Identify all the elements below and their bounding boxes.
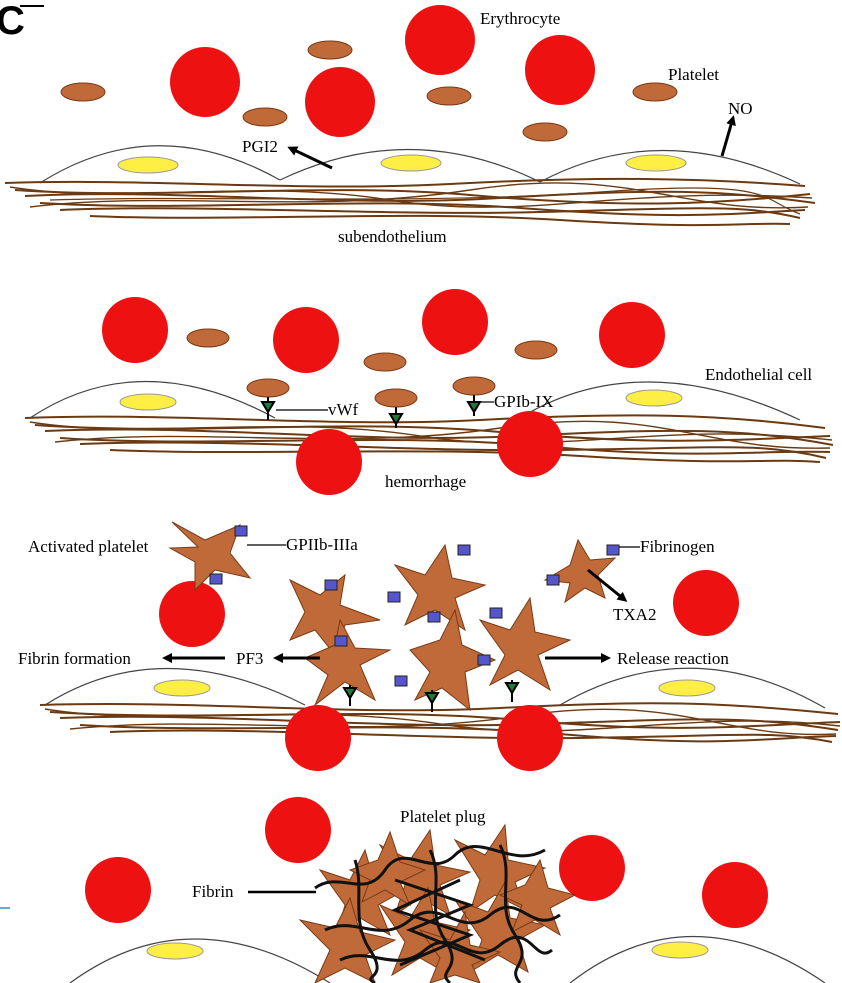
erythrocyte-label: Erythrocyte — [480, 9, 560, 28]
nucleus — [118, 157, 178, 173]
erythrocyte — [85, 857, 151, 923]
erythrocyte — [285, 705, 351, 771]
platelet — [515, 341, 557, 359]
vwf-label: vWf — [328, 400, 359, 419]
pf3-label: PF3 — [236, 649, 263, 668]
no-label: NO — [728, 99, 753, 118]
pgi2-arrow — [290, 148, 332, 168]
nucleus — [120, 394, 176, 410]
vwf-anchor — [262, 402, 274, 412]
nucleus — [626, 155, 686, 171]
subendothelium-fibers — [25, 415, 833, 462]
platelet-plug-label: Platelet plug — [400, 807, 486, 826]
receptor — [235, 526, 247, 536]
erythrocyte — [702, 862, 768, 928]
activated-platelet-label: Activated platelet — [28, 537, 149, 556]
erythrocyte — [497, 705, 563, 771]
panel-3-activation: Activated platelet GPIIb-IIIa Fibrinogen… — [18, 522, 840, 771]
erythrocyte — [273, 307, 339, 373]
platelet — [243, 108, 287, 126]
receptor — [547, 575, 559, 585]
platelet — [364, 353, 406, 371]
erythrocyte — [305, 67, 375, 137]
erythrocyte — [673, 570, 739, 636]
receptor — [428, 612, 440, 622]
endothelial-cell — [70, 939, 330, 983]
subendothelium-label: subendothelium — [338, 227, 447, 246]
vwf-anchor — [344, 688, 356, 698]
subendothelium-fibers — [40, 703, 840, 742]
erythrocyte — [559, 835, 625, 901]
vwf-anchor — [506, 683, 518, 693]
panel-4-platelet-plug: Platelet plug Fibrin — [0, 797, 825, 983]
platelet — [308, 41, 352, 59]
gpiib-label: GPIIb-IIIa — [286, 535, 358, 554]
endothelial-cells — [40, 146, 800, 184]
receptor — [388, 592, 400, 602]
nucleus — [652, 942, 708, 958]
receptor — [210, 574, 222, 584]
receptor — [395, 676, 407, 686]
erythrocyte — [599, 302, 665, 368]
receptor — [335, 636, 347, 646]
receptor — [458, 545, 470, 555]
pgi2-label: PGI2 — [242, 137, 278, 156]
panel-2-injury: vWf GPIb-IX Endothelial cell hemorrhage — [25, 289, 833, 495]
erythrocyte — [170, 47, 240, 117]
platelet — [427, 87, 471, 105]
release-reaction-label: Release reaction — [617, 649, 729, 668]
erythrocyte — [525, 35, 595, 105]
erythrocyte — [102, 297, 168, 363]
erythrocyte — [265, 797, 331, 863]
gpib-label: GPIb-IX — [494, 392, 554, 411]
hemorrhage-label: hemorrhage — [385, 472, 466, 491]
erythrocyte — [405, 5, 475, 75]
platelet-label: Platelet — [668, 65, 719, 84]
erythrocyte — [497, 411, 563, 477]
receptor — [478, 655, 490, 665]
receptor — [325, 580, 337, 590]
erythrocyte — [296, 429, 362, 495]
nucleus — [381, 155, 441, 171]
platelet — [187, 329, 229, 347]
endothelial-label: Endothelial cell — [705, 365, 812, 384]
fibrin-label: Fibrin — [192, 882, 234, 901]
receptor — [490, 608, 502, 618]
no-arrow — [722, 118, 733, 156]
vwf-anchor — [426, 693, 438, 703]
nucleus — [147, 943, 203, 959]
receptor — [607, 545, 619, 555]
subendothelium-fibers — [5, 179, 815, 225]
panel-1-normal-vessel: Erythrocyte Platelet NO PGI2 subendothel… — [5, 5, 815, 246]
platelet — [453, 377, 495, 395]
nucleus — [626, 390, 682, 406]
platelet — [247, 379, 289, 397]
platelet — [523, 123, 567, 141]
txa2-label: TXA2 — [613, 605, 656, 624]
fibrinogen-label: Fibrinogen — [640, 537, 715, 556]
vwf-anchor — [468, 402, 480, 412]
erythrocyte — [422, 289, 488, 355]
erythrocyte — [159, 581, 225, 647]
platelet — [375, 389, 417, 407]
platelet — [61, 83, 105, 101]
nucleus — [659, 680, 715, 696]
platelet — [633, 83, 677, 101]
fibrin-formation-label: Fibrin formation — [18, 649, 131, 668]
nucleus — [154, 680, 210, 696]
activated-platelet — [545, 540, 615, 602]
